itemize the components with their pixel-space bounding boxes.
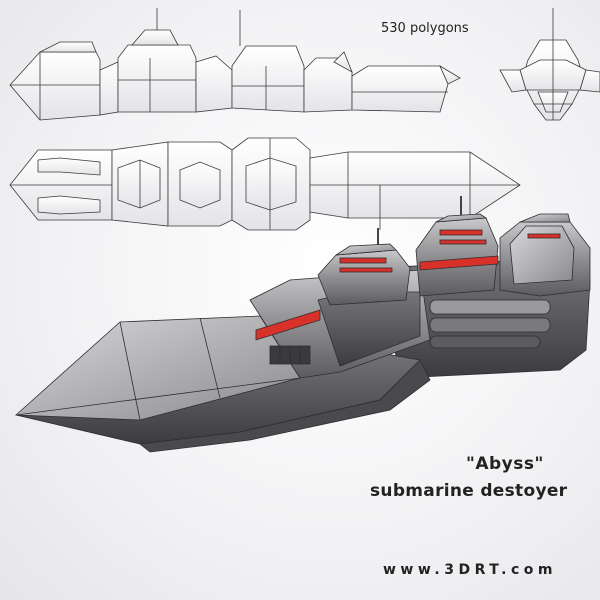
polygon-count-label: 530 polygons <box>381 21 469 36</box>
ship-render <box>14 196 591 453</box>
wireframe-front-view <box>499 8 600 121</box>
model-name-label: "Abyss" <box>466 454 544 474</box>
model-type-label: submarine destoyer <box>370 481 568 501</box>
wireframe-side-view <box>9 8 461 121</box>
website-watermark: www.3DRT.com <box>383 562 557 578</box>
wireframe-top-view <box>9 137 521 231</box>
